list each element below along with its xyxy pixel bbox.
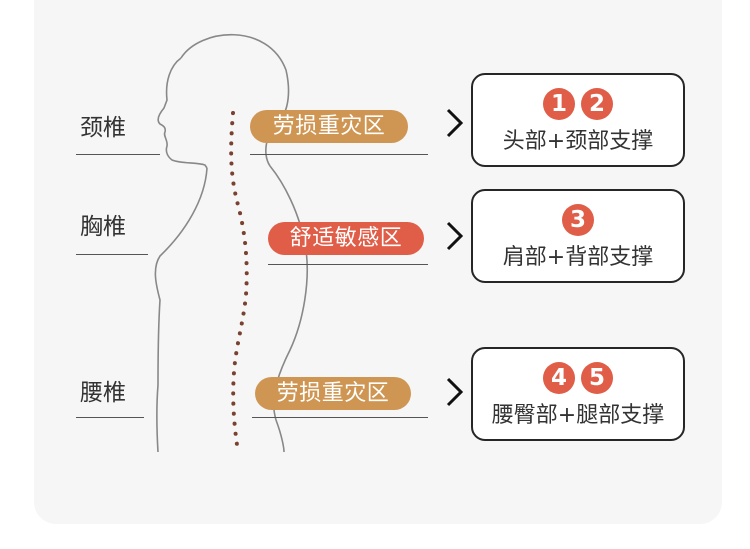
divider-lumbar-left: [76, 417, 144, 418]
chevron-right-icon: [446, 377, 464, 407]
number-badges: 1 2: [473, 88, 683, 120]
spine-dotted-line: [229, 111, 249, 454]
torso-front-contour: [154, 167, 208, 453]
chevron-right-icon: [446, 108, 464, 138]
tag-thoracic: 舒适敏感区: [268, 222, 424, 255]
divider-lumbar-right: [252, 417, 428, 418]
support-box-shoulder-back: 3 肩部+背部支撑: [471, 189, 685, 283]
support-text: 腰臀部+腿部支撑: [491, 403, 665, 428]
tag-cervical: 劳损重灾区: [250, 110, 408, 143]
number-badge: 2: [581, 88, 613, 120]
label-cervical: 颈椎: [80, 115, 126, 141]
support-box-waist-leg: 4 5 腰臀部+腿部支撑: [471, 347, 685, 441]
support-text: 头部+颈部支撑: [502, 129, 654, 154]
number-badge: 3: [562, 204, 594, 236]
number-badge: 1: [543, 88, 575, 120]
support-box-head-neck: 1 2 头部+颈部支撑: [471, 73, 685, 167]
divider-cervical-left: [76, 154, 160, 155]
number-badge: 4: [543, 362, 575, 394]
tag-lumbar: 劳损重灾区: [255, 377, 411, 410]
divider-cervical-right: [250, 154, 428, 155]
number-badge: 5: [581, 362, 613, 394]
number-badges: 4 5: [473, 362, 683, 394]
label-thoracic: 胸椎: [80, 214, 126, 240]
head-back-contour: [180, 33, 290, 167]
face-contour: [157, 57, 208, 169]
divider-thoracic-right: [268, 264, 428, 265]
chevron-right-icon: [446, 221, 464, 251]
number-badges: 3: [473, 204, 683, 236]
label-lumbar: 腰椎: [80, 380, 126, 406]
torso-back-contour: [269, 165, 309, 453]
divider-thoracic-left: [76, 254, 148, 255]
support-text: 肩部+背部支撑: [502, 245, 654, 270]
